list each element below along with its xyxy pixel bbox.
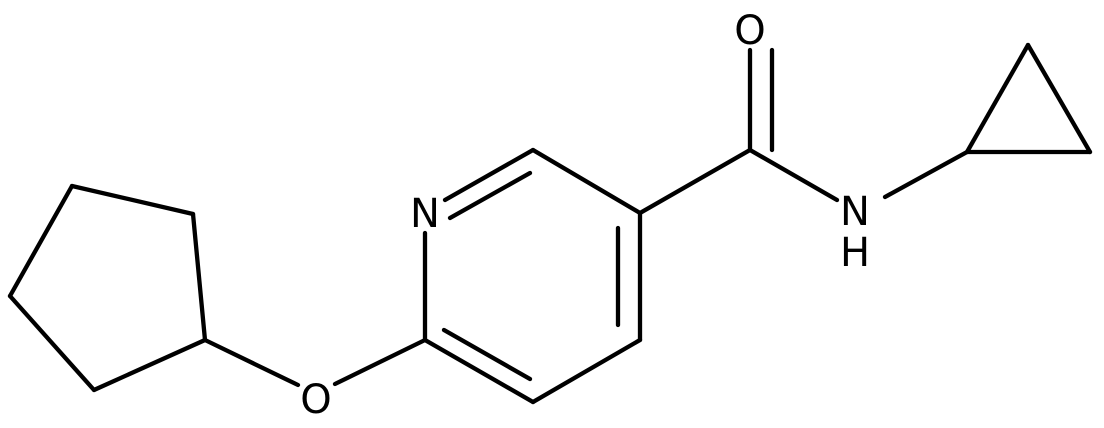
- bond: [530, 337, 643, 405]
- bond: [964, 42, 1031, 155]
- pyridine-ring: [422, 147, 643, 405]
- bond: [7, 183, 75, 299]
- cyclopentyl-group: [7, 183, 208, 393]
- bond: [447, 170, 533, 221]
- bond: [91, 337, 208, 393]
- atom-label-ring-nitrogen: N: [410, 191, 440, 237]
- bond: [422, 337, 536, 405]
- atom-label-ether-oxygen: O: [300, 377, 331, 423]
- bond: [69, 183, 196, 217]
- bond: [882, 149, 970, 200]
- bond: [1025, 42, 1093, 155]
- amide-group: [637, 47, 970, 216]
- bond: [332, 337, 428, 387]
- atom-label-amide-nitrogen: N: [840, 189, 870, 235]
- bond: [441, 327, 533, 382]
- bond: [747, 147, 840, 203]
- ether-linkage: [202, 337, 428, 388]
- bond: [202, 337, 301, 388]
- bond: [442, 147, 536, 203]
- cyclopropyl-group: [964, 42, 1093, 155]
- bond: [637, 147, 753, 216]
- bond: [7, 293, 97, 393]
- bond: [530, 147, 643, 216]
- atom-label-carbonyl-oxygen: O: [734, 8, 765, 54]
- bond: [190, 211, 208, 343]
- atom-label-amide-hydrogen: H: [840, 230, 870, 276]
